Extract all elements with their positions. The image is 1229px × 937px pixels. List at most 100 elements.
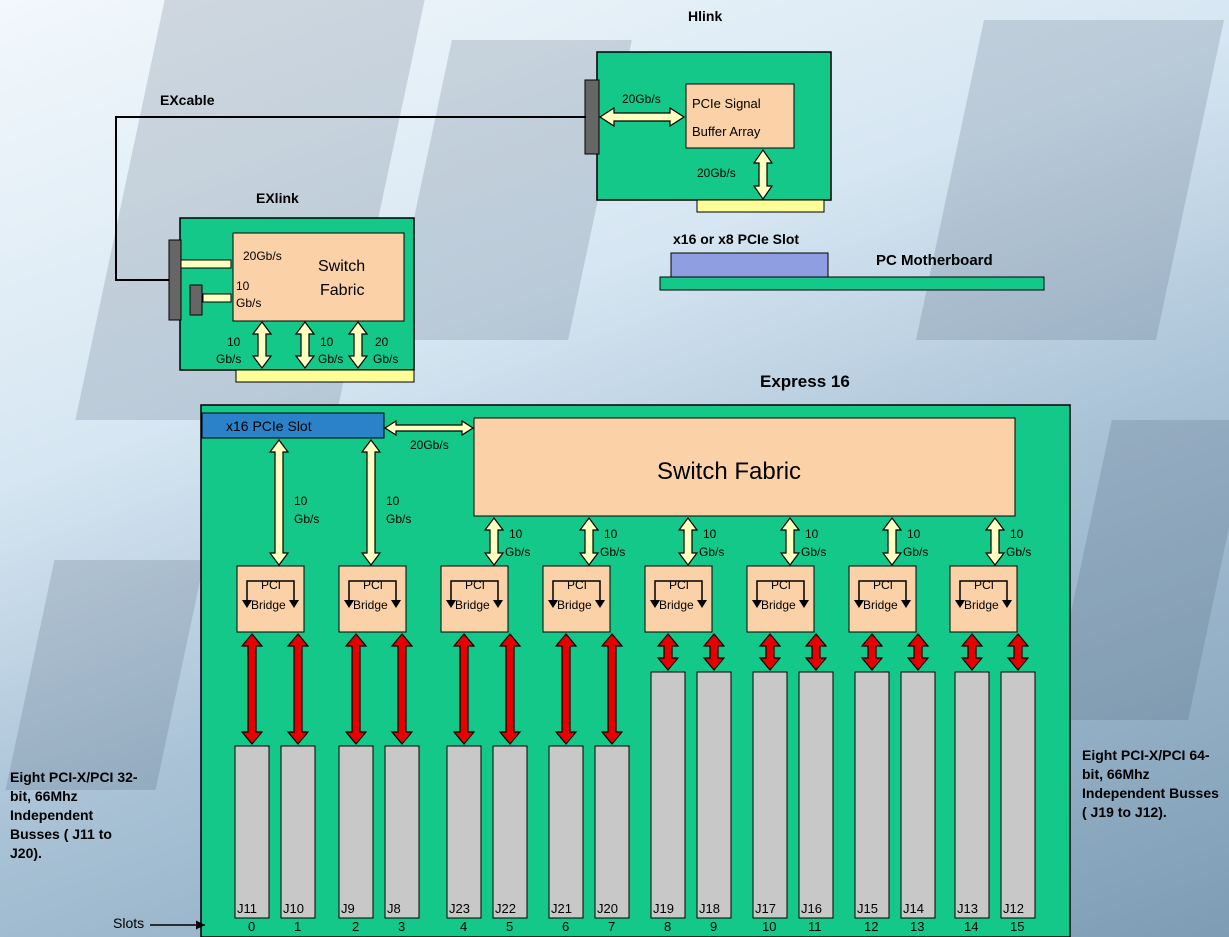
hlink-rate-down: 20Gb/s [697,166,736,180]
connector-label-J11: J11 [237,901,257,916]
bridge-label-2-2: Bridge [353,598,388,612]
pci-slot-11 [798,671,834,919]
connector-label-J20: J20 [597,901,618,916]
connector-label-J18: J18 [699,901,720,916]
connector-label-J16: J16 [801,901,822,916]
hlink-horizontal-arrow [598,106,686,128]
red-arrow-8 [656,633,680,671]
exlink-small-connector [189,284,203,316]
hlink-buffer-chip [685,83,795,149]
pci-bridge-8 [949,565,1018,633]
red-arrow-11 [804,633,828,671]
fabric-rate-3a: 10 [703,527,717,541]
bridge-label-1-6: PCI [771,578,792,592]
bridge-arrow-right-3 [493,600,503,608]
fabric-arrow-1 [483,517,505,566]
hlink-connector [584,79,600,155]
bridge-bracket-4 [552,580,601,600]
motherboard-slot-label: x16 or x8 PCIe Slot [673,231,800,247]
bridge-label-1-5: PCI [669,578,690,592]
express16-pcie-slot-label: x16 PCIe Slot [226,418,312,434]
pci-slot-13 [900,671,936,919]
motherboard-title: PC Motherboard [876,252,993,269]
bridge-arrow-right-4 [595,600,605,608]
bridge-arrow-left-2 [344,600,354,608]
red-arrow-6 [554,633,578,745]
pci-slot-4 [446,745,482,919]
fabric-rate-3b: Gb/s [699,545,725,559]
red-arrow-5 [498,633,522,745]
connector-label-J23: J23 [449,901,470,916]
left-arrow-1 [268,439,290,566]
fabric-arrow-5 [881,517,903,566]
connector-label-J10: J10 [283,901,304,916]
connector-label-J22: J22 [495,901,516,916]
fabric-rate-6b: Gb/s [1006,545,1032,559]
red-arrow-3 [390,633,414,745]
express16-switch-fabric-label: Switch Fabric [657,458,802,485]
connector-label-J14: J14 [903,901,924,916]
pci-bridge-7 [848,565,917,633]
red-arrow-7 [600,633,624,745]
slot-number-7: 7 [608,919,616,934]
exlink-title: EXlink [256,190,299,206]
pci-bridge-1 [236,565,305,633]
note-left: Eight PCI-X/PCI 32-bit, 66Mhz Independen… [10,769,138,861]
bridge-arrow-left-1 [242,600,252,608]
pci-slot-8 [650,671,686,919]
red-arrow-10 [758,633,782,671]
bridge-bracket-1 [246,580,295,600]
bridge-label-1-2: PCI [363,578,384,592]
bridge-arrow-left-3 [446,600,456,608]
connector-label-J8: J8 [387,901,401,916]
excable-line [115,116,586,281]
exlink-connector [168,239,182,321]
fabric-arrow-2 [578,517,600,566]
connector-label-J19: J19 [653,901,674,916]
pci-bridge-3 [440,565,509,633]
slot-number-8: 8 [664,919,672,934]
left-rate-1a: 10 [294,494,308,508]
hlink-buffer-line1: PCIe Signal [692,96,761,111]
red-arrow-13 [906,633,930,671]
connector-label-J15: J15 [857,901,878,916]
pci-slot-14 [954,671,990,919]
bridge-arrow-right-6 [799,600,809,608]
slot-number-5: 5 [506,919,514,934]
bridge-label-2-5: Bridge [659,598,694,612]
express16-pcie-slot [201,412,385,439]
bridge-arrow-right-7 [901,600,911,608]
fabric-arrow-4 [779,517,801,566]
bridge-label-2-1: Bridge [251,598,286,612]
pci-slot-10 [752,671,788,919]
pci-slot-7 [594,745,630,919]
hlink-vertical-arrow [752,148,774,201]
note-right: Eight PCI-X/PCI 64-bit, 66Mhz Independen… [1082,747,1219,820]
pci-slot-9 [696,671,732,919]
exlink-rate-top: 20Gb/s [243,249,282,263]
fabric-arrow-6 [984,517,1006,566]
fabric-arrow-3 [677,517,699,566]
pci-bridge-4 [542,565,611,633]
red-arrow-0 [240,633,264,745]
fabric-rate-5a: 10 [907,527,921,541]
exlink-bottom-rate-2a: 10 [320,335,334,349]
red-arrow-14 [960,633,984,671]
left-rate-2a: 10 [386,494,400,508]
exlink-bottom-rate-3a: 20 [375,335,389,349]
motherboard-slot [670,252,829,278]
slot-number-9: 9 [710,919,718,934]
hlink-buffer-line2: Buffer Array [692,124,761,139]
pci-slot-0 [234,745,270,919]
hlink-rate-in: 20Gb/s [622,92,661,106]
slot-number-3: 3 [398,919,406,934]
fabric-rate-1a: 10 [509,527,523,541]
fabric-rate-5b: Gb/s [903,545,929,559]
exlink-switch-chip [232,232,405,322]
bridge-label-2-8: Bridge [964,598,999,612]
bridge-arrow-left-8 [955,600,965,608]
slot-number-14: 14 [964,919,979,934]
fabric-rate-2a: 10 [604,527,618,541]
bridge-bracket-3 [450,580,499,600]
